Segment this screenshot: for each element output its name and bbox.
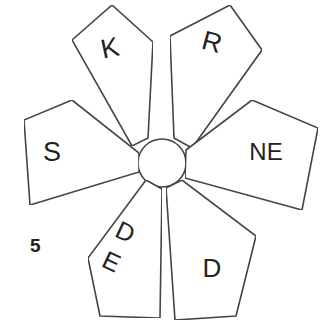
- flower-petal: D: [166, 180, 256, 320]
- petal-shape: [24, 100, 139, 205]
- petal-text-holder: D: [203, 255, 222, 281]
- petal-letters: D: [203, 255, 222, 281]
- petal-letters: S: [43, 139, 61, 166]
- flower-petal: S: [24, 100, 139, 205]
- petal-outline: [24, 100, 139, 205]
- petal-letters: NE: [249, 140, 282, 164]
- petal-outline: [166, 180, 256, 320]
- petal-text-holder: NE: [249, 140, 282, 164]
- petal-shape: [166, 180, 256, 320]
- callout-number: 5: [30, 236, 41, 255]
- petal-outline: [88, 180, 162, 318]
- petal-shape: [88, 180, 162, 318]
- petal-shape: [185, 100, 318, 210]
- flower-petal: D E: [88, 180, 162, 318]
- petal-text-holder: S: [43, 139, 61, 166]
- flower-petal: NE: [185, 100, 318, 210]
